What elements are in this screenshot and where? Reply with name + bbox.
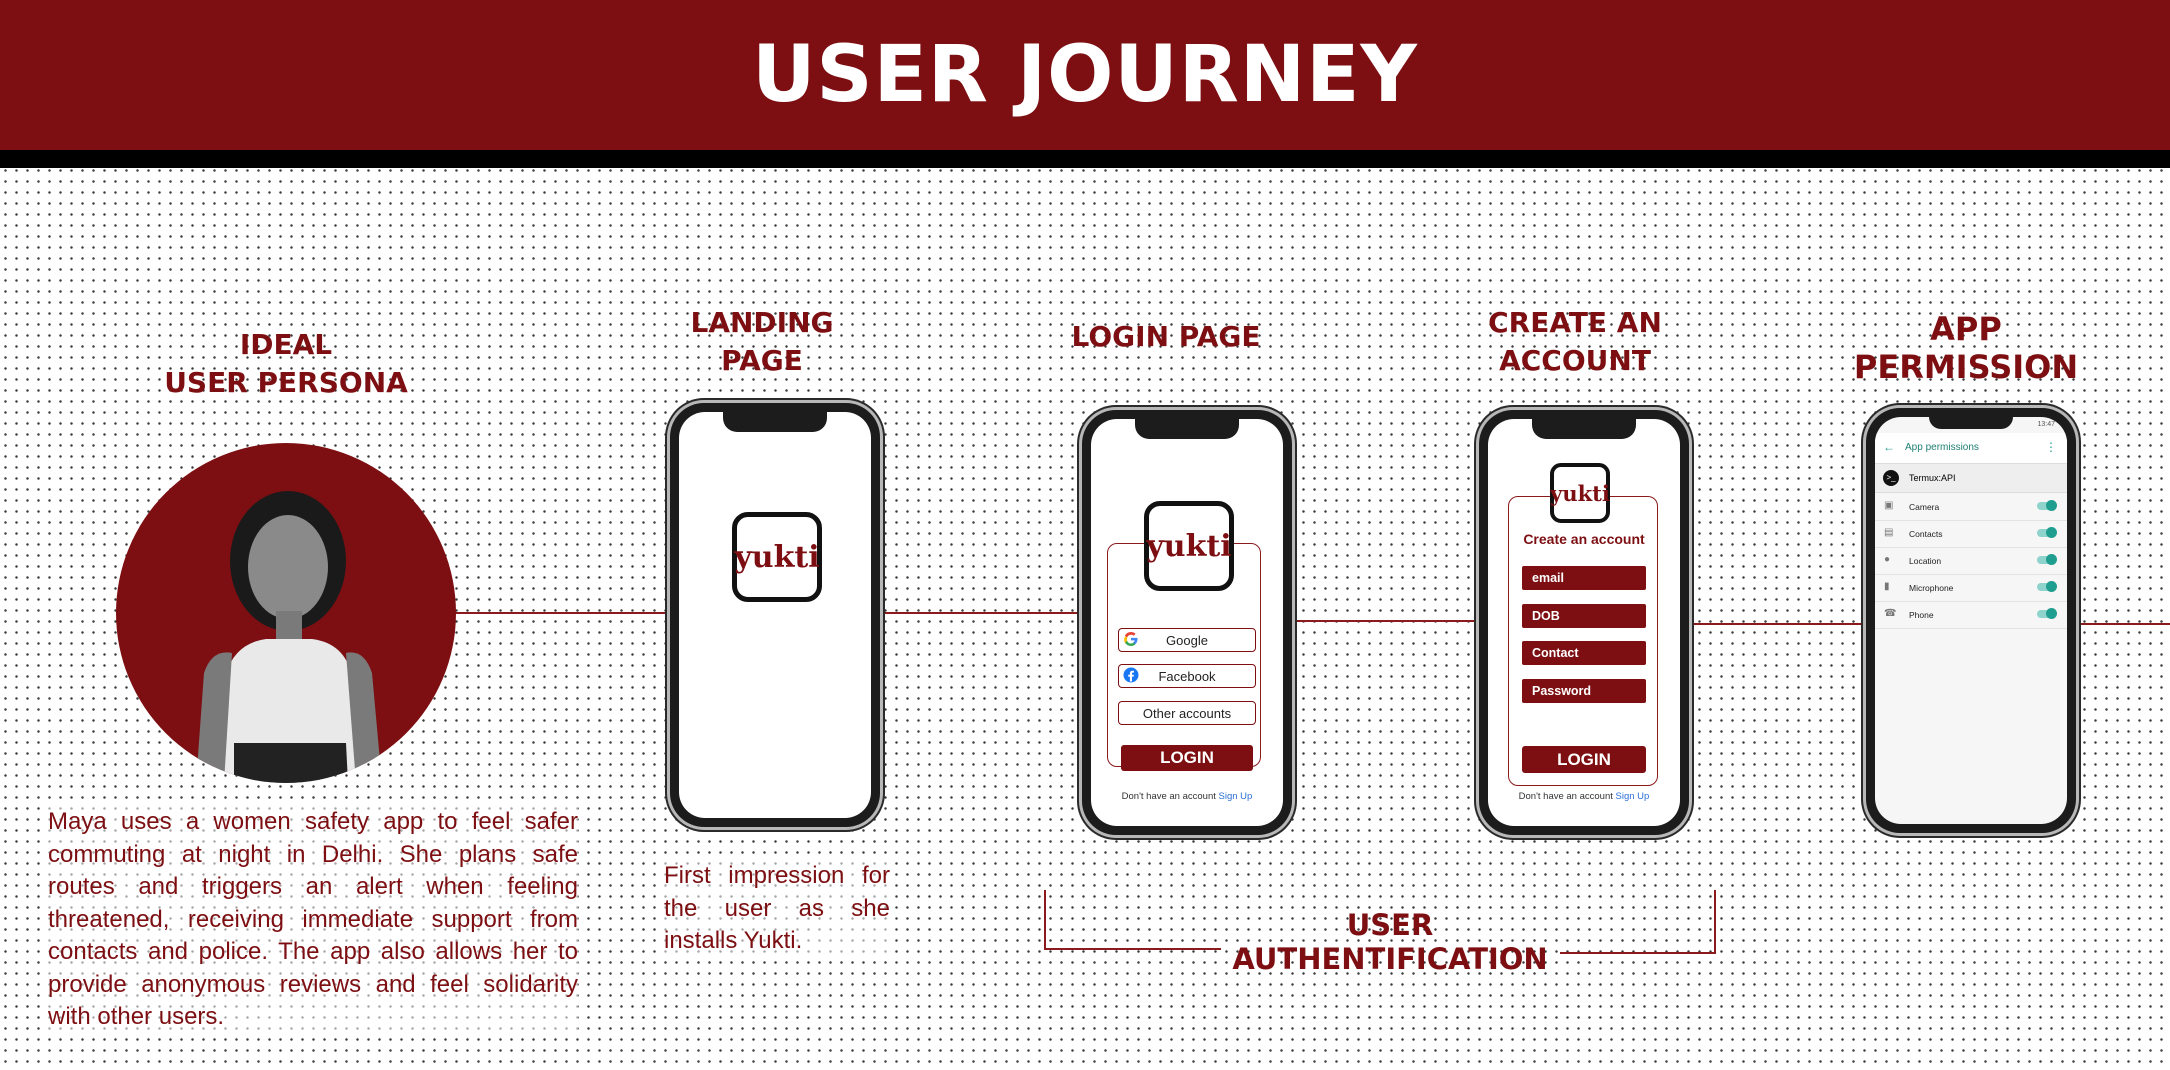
phone-notch (723, 412, 827, 432)
facebook-login-button[interactable]: Facebook (1118, 664, 1256, 688)
landing-description: First impression for the user as she ins… (664, 860, 890, 958)
facebook-icon (1123, 667, 1139, 683)
password-field[interactable]: Password (1522, 679, 1646, 703)
permission-row-contacts[interactable]: ▤ Contacts (1875, 520, 2067, 548)
google-label: Google (1166, 632, 1208, 648)
persona-description: Maya uses a women safety app to feel saf… (48, 806, 578, 1034)
phone-toggle[interactable] (2037, 608, 2057, 619)
google-login-button[interactable]: Google (1118, 628, 1256, 652)
permission-screen-title: App permissions (1905, 442, 1979, 453)
permission-row-microphone[interactable]: ▮ Microphone (1875, 574, 2067, 602)
login-phone: yukti Google Facebook Other accounts LOG… (1082, 410, 1292, 835)
back-arrow-icon[interactable]: ← (1883, 440, 1895, 454)
camera-toggle[interactable] (2037, 500, 2057, 511)
persona-title: IDEAL USER PERSONA (164, 328, 408, 399)
google-icon (1124, 632, 1138, 646)
microphone-toggle[interactable] (2037, 581, 2057, 592)
auth-bracket-right (1560, 890, 1716, 954)
app-name: Termux:API (1909, 473, 1956, 483)
permission-row-camera[interactable]: ▣ Camera (1875, 493, 2067, 521)
yukti-logo: yukti (732, 512, 822, 602)
permission-screen: 13:47 ← App permissions ⋮ >_ Termux:API … (1875, 417, 2067, 824)
persona-figure (196, 491, 382, 783)
app-row: >_ Termux:API (1875, 464, 2067, 493)
location-toggle[interactable] (2037, 554, 2057, 565)
sign-up-link[interactable]: Sign Up (1218, 791, 1253, 802)
timeline-line (1686, 623, 1866, 625)
yukti-logo: yukti (1550, 463, 1610, 523)
microphone-icon: ▮ (1884, 581, 1890, 592)
permission-app-bar: ← App permissions ⋮ (1875, 433, 2067, 464)
yukti-logo: yukti (1144, 501, 1234, 591)
facebook-label: Facebook (1158, 668, 1216, 684)
timeline-line (456, 612, 670, 614)
overflow-menu-icon[interactable]: ⋮ (2045, 440, 2057, 454)
location-pin-icon: ● (1884, 554, 1891, 565)
timeline-line (2072, 623, 2170, 625)
contacts-toggle[interactable] (2037, 527, 2057, 538)
permission-phone: 13:47 ← App permissions ⋮ >_ Termux:API … (1866, 408, 2076, 833)
page-title: USER JOURNEY (752, 30, 1418, 120)
create-title: CREATE AN ACCOUNT (1488, 306, 1662, 377)
landing-title: LANDING PAGE (690, 306, 834, 377)
other-accounts-button[interactable]: Other accounts (1118, 701, 1256, 725)
permission-row-phone[interactable]: ☎ Phone (1875, 601, 2067, 629)
contact-field[interactable]: Contact (1522, 641, 1646, 665)
create-account-phone: yukti Create an account email DOB Contac… (1479, 410, 1689, 835)
terminal-icon: >_ (1883, 470, 1899, 486)
landing-screen: yukti (679, 412, 871, 818)
other-accounts-label: Other accounts (1142, 705, 1232, 721)
permission-row-location[interactable]: ● Location (1875, 547, 2067, 575)
phone-notch (1532, 419, 1636, 439)
phone-notch (1135, 419, 1239, 439)
permission-title: APP PERMISSION (1853, 310, 2079, 386)
create-account-screen: yukti Create an account email DOB Contac… (1488, 419, 1680, 826)
phone-notch (1929, 417, 2013, 429)
landing-phone: yukti (670, 403, 880, 827)
camera-icon: ▣ (1884, 500, 1894, 511)
persona-photo (116, 443, 456, 783)
login-screen: yukti Google Facebook Other accounts LOG… (1091, 419, 1283, 826)
create-login-button[interactable]: LOGIN (1522, 746, 1646, 773)
signup-prompt: Don't have an account Sign Up (1121, 791, 1253, 802)
signup-prompt: Don't have an account Sign Up (1518, 791, 1650, 802)
contacts-icon: ▤ (1884, 527, 1894, 538)
create-account-heading: Create an account (1523, 531, 1645, 547)
sign-up-link[interactable]: Sign Up (1615, 791, 1650, 802)
login-button[interactable]: LOGIN (1121, 745, 1253, 771)
status-time: 13:47 (2037, 421, 2055, 428)
email-field[interactable]: email (1522, 566, 1646, 590)
auth-bracket-left (1044, 890, 1221, 950)
timeline-line (1289, 620, 1479, 622)
timeline-line (877, 612, 1082, 614)
user-authentification-label: USER AUTHENTIFICATION (1232, 908, 1548, 976)
phone-icon: ☎ (1884, 608, 1897, 619)
header-banner: USER JOURNEY (0, 0, 2170, 168)
login-title: LOGIN PAGE (1071, 320, 1261, 353)
status-bar: 13:47 (1875, 417, 2067, 433)
dob-field[interactable]: DOB (1522, 604, 1646, 628)
